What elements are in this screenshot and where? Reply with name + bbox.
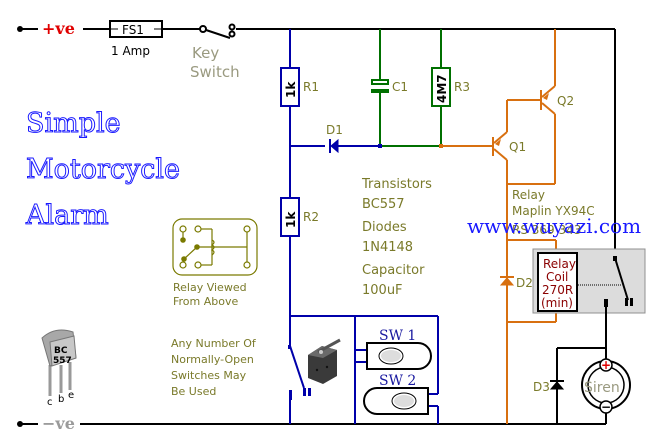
transistor-arrows	[495, 93, 549, 146]
key-switch[interactable]	[199, 23, 236, 39]
parts-transistors-value: BC557	[362, 197, 405, 212]
switch-sw1[interactable]	[366, 342, 432, 370]
relay-top-view	[172, 218, 258, 276]
siren-plus: +	[601, 358, 611, 372]
switch-note-2: Normally-Open	[171, 353, 254, 366]
siren: + −	[581, 358, 631, 414]
pin-e-label: e	[68, 390, 74, 401]
watermark: www.wuyazi.com	[467, 214, 641, 238]
parts-capacitor-value: 100uF	[362, 283, 403, 298]
q1-ref: Q1	[509, 140, 526, 154]
title-line-1: Simple	[26, 108, 121, 139]
orange-wires	[441, 29, 557, 424]
pin-c-label: c	[47, 397, 53, 408]
fuse-rating: 1 Amp	[111, 44, 150, 58]
key-switch-label-1: Key	[192, 44, 219, 62]
resistor-r1: 1k	[280, 67, 300, 107]
fuse-fs1: FS1	[109, 20, 163, 38]
normally-open-switch[interactable]	[288, 345, 311, 400]
bc557-marking-1: BC	[54, 346, 68, 356]
resistor-r3: 4M7	[431, 67, 451, 107]
d1-ref: D1	[326, 123, 343, 137]
parts-diodes-label: Diodes	[362, 220, 407, 235]
d2-ref: D2	[516, 276, 533, 290]
sw2-label: SW 2	[379, 373, 416, 389]
d3-ref: D3	[533, 380, 550, 394]
negative-terminal	[17, 421, 23, 427]
relay-info-2: Maplin YX94C	[512, 204, 595, 218]
relay-coil-2: Coil	[546, 270, 568, 284]
switch-sw2[interactable]	[363, 387, 429, 415]
pin-b-label: b	[58, 394, 64, 405]
microswitch-icon	[308, 338, 341, 384]
blue-wires	[289, 29, 439, 424]
positive-rail	[20, 28, 616, 258]
capacitor-c1	[371, 79, 389, 93]
relay-coil-1: Relay	[543, 257, 576, 271]
positive-label: +ve	[42, 19, 75, 38]
r1-ref: R1	[303, 80, 319, 94]
r1-value: 1k	[284, 81, 298, 98]
bc557-pinout-icon: BC 557	[41, 329, 77, 396]
r3-ref: R3	[454, 80, 470, 94]
junction-dot	[439, 144, 443, 148]
relay-caption-2: From Above	[173, 295, 238, 308]
parts-diodes-value: 1N4148	[362, 240, 413, 255]
fuse-name: FS1	[122, 23, 144, 37]
relay-info-3: RS 369 343	[512, 223, 581, 237]
key-switch-label-2: Switch	[190, 63, 240, 81]
siren-minus: −	[601, 400, 611, 414]
switch-note-1: Any Number Of	[171, 337, 257, 350]
r2-ref: R2	[303, 210, 319, 224]
siren-label: Siren	[584, 380, 620, 396]
switch-note-3: Switches May	[171, 369, 247, 382]
title-line-3: Alarm	[25, 200, 109, 231]
parts-transistors-label: Transistors	[361, 177, 432, 192]
relay-box	[532, 248, 646, 358]
negative-label: −ve	[42, 414, 75, 433]
diode-d3	[549, 380, 565, 390]
resistor-r2: 1k	[280, 197, 300, 237]
bc557-marking-2: 557	[53, 356, 72, 366]
sw1-label: SW 1	[379, 328, 416, 344]
c1-ref: C1	[392, 80, 408, 94]
diode-d1	[329, 138, 339, 154]
relay-coil-4: (min)	[541, 296, 573, 310]
green-wires	[379, 29, 442, 147]
diode-d2	[499, 276, 515, 286]
q2-ref: Q2	[557, 94, 574, 108]
title-line-2: Motorcycle	[26, 154, 180, 185]
relay-caption-1: Relay Viewed	[173, 281, 247, 294]
r3-value: 4M7	[435, 74, 449, 103]
r2-value: 1k	[284, 211, 298, 228]
relay-info-1: Relay	[512, 188, 545, 202]
switch-note-4: Be Used	[171, 385, 216, 398]
positive-terminal	[17, 26, 23, 32]
relay-coil-3: 270R	[542, 283, 573, 297]
parts-capacitor-label: Capacitor	[362, 263, 425, 278]
junction-dot	[378, 144, 382, 148]
